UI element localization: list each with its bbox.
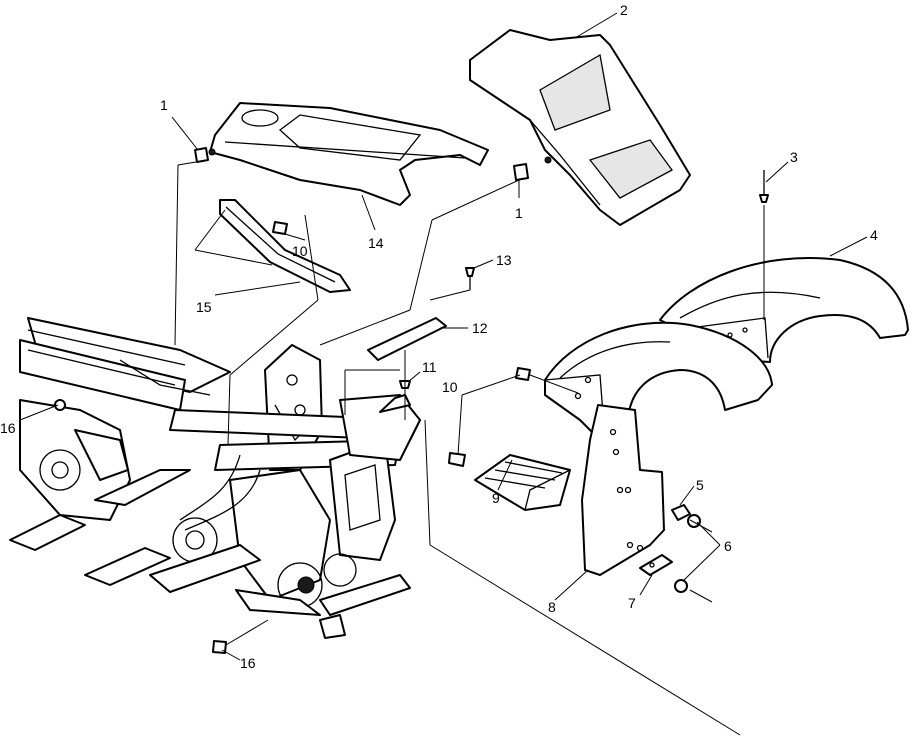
part-8-mud-flap [581, 404, 665, 576]
callout-5: 5 [696, 477, 704, 493]
part-12-pad [367, 317, 447, 361]
part-14-dash-panel [209, 102, 489, 206]
callout-1-left: 1 [160, 97, 168, 113]
callout-1-right: 1 [515, 205, 523, 221]
part-6-washers [674, 514, 701, 593]
callout-9: 9 [492, 490, 500, 506]
part-1-grommet-right [513, 156, 552, 181]
callout-15: 15 [196, 299, 212, 315]
callout-13: 13 [496, 252, 512, 268]
callout-10-fender: 10 [442, 379, 458, 395]
callout-12: 12 [472, 320, 488, 336]
part-2-shroud [469, 29, 691, 226]
part-1-grommet-left [194, 147, 216, 163]
callout-8: 8 [548, 599, 556, 615]
leader-lines [19, 12, 868, 736]
part-10-bolt-top [515, 367, 531, 381]
frame-assembly [9, 317, 421, 639]
callout-6: 6 [724, 538, 732, 554]
callout-labels: 1 1 2 3 4 5 6 7 8 9 10 10 11 12 13 14 15… [0, 2, 878, 671]
callout-4: 4 [870, 227, 878, 243]
callout-16-left: 16 [0, 420, 16, 436]
part-13-screw [465, 267, 475, 290]
part-3-screw [759, 170, 769, 203]
front-fender [544, 321, 773, 451]
callout-10-dash: 10 [292, 243, 308, 259]
part-9-footrest [474, 454, 571, 511]
callout-2: 2 [620, 2, 628, 18]
part-10-bolt-bottom [448, 452, 466, 467]
callout-3: 3 [790, 149, 798, 165]
callout-16-bottom: 16 [240, 655, 256, 671]
callout-14: 14 [368, 235, 384, 251]
part-16-bolt-left [54, 399, 66, 411]
callout-7: 7 [628, 595, 636, 611]
part-10-bolt-dash [272, 221, 288, 235]
part-5-nut [671, 504, 691, 521]
part-15-bracket [219, 199, 351, 293]
callout-11: 11 [422, 359, 437, 375]
part-7-plate [639, 554, 673, 576]
